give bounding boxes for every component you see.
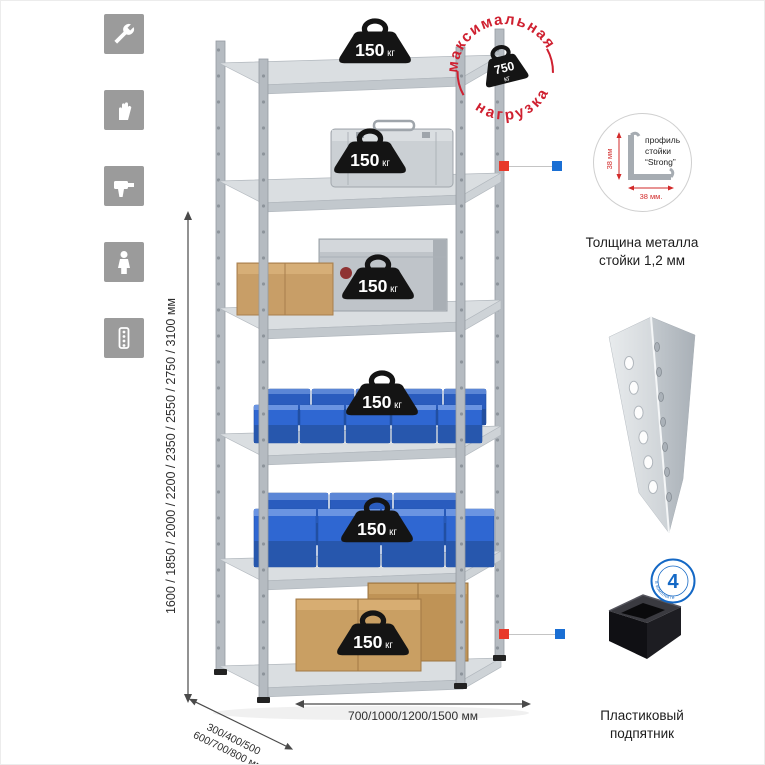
kit-count-badge: в комплекте 4 [649,557,697,605]
foot-caption: Пластиковый подпятник [561,707,723,743]
callout-marker-blue-top [552,161,562,171]
feature-tile-post [104,318,144,358]
callout-marker-red-bottom [499,629,509,639]
drill-icon [114,181,134,197]
feature-tile-person [104,242,144,282]
angle-post-image [608,316,696,534]
plastic-foot-image [608,594,682,659]
gloves-icon [119,102,132,120]
depth-dimension-line [188,698,294,750]
person-icon [118,251,130,274]
kit-count-badge-icon: в комплекте 4 [650,558,696,604]
profile-label-3: “Strong” [645,157,676,167]
max-load-stamp: максимальная нагрузка 750 кг [433,1,571,137]
feature-tile-gloves [104,90,144,130]
blue-bins-small [253,388,487,444]
stamp-bottom-text: нагрузка [470,81,559,133]
profile-dim-vertical: 38 мм [605,149,614,170]
width-dimension-line [295,700,531,708]
perforated-post-icon [118,327,130,349]
profile-label-1: профиль [645,135,681,145]
profile-caption-line2: стойки 1,2 мм [598,253,686,269]
callout-marker-blue-bottom [555,629,565,639]
profile-caption: Толщина металла стойки 1,2 мм [561,234,723,270]
height-dimension-label: 1600 / 1850 / 2000 / 2200 / 2350 / 2550 … [164,297,178,615]
callout-line-bottom [507,634,558,635]
feature-tile-drill [104,166,144,206]
svg-text:нагрузка: нагрузка [470,81,559,133]
feature-tile-tools [104,14,144,54]
cardboard-box-small [236,262,334,316]
height-dimension-line [184,211,192,703]
stamp-value: 750 [493,59,516,78]
max-load-stamp-icon: максимальная нагрузка 750 кг [433,1,560,133]
callout-marker-red-top [499,161,509,171]
width-dimension-label: 700/1000/1200/1500 мм [348,709,478,723]
profile-caption-line1: Толщина металла [585,235,699,250]
shelving-rack-illustration [213,28,529,720]
callout-line-top [507,166,555,167]
foot-caption-line1: Пластиковый [600,708,684,723]
profile-label-2: стойки [645,146,671,156]
post-profile-sketch: 38 мм 38 мм. профиль стойки “Strong” [605,131,681,201]
depth-dimension: 300/400/500 600/700/800 мм [172,692,297,764]
foot-caption-line2: подпятник [609,726,675,742]
profile-dim-horizontal: 38 мм. [640,192,663,201]
stamp-unit: кг [503,73,511,83]
post-profile-detail: 38 мм 38 мм. профиль стойки “Strong” [593,113,692,212]
post-feet [214,655,506,703]
kit-count-value: 4 [667,571,679,593]
wrench-icon [114,23,135,44]
